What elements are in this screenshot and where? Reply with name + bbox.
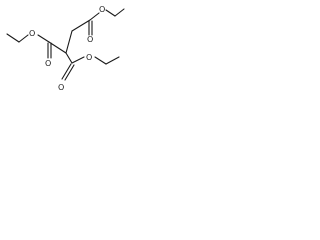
bond-carbonyl-bottom-double-b xyxy=(64,64,75,81)
atom-label-o-ester-top: O xyxy=(99,5,105,14)
skeletal-formula: O O O O O O xyxy=(6,5,125,92)
bond-carbonyl-bottom-double-a xyxy=(61,63,72,80)
bond-o-top-to-carbonyl xyxy=(89,12,100,21)
bond-ch-to-carbonyl-left xyxy=(48,41,67,54)
atom-label-o-ester-left: O xyxy=(29,29,35,38)
bond-ethyl-top-1 xyxy=(114,8,125,17)
bond-ch-to-carbonyl-bottom xyxy=(65,52,73,64)
atom-label-o-carbonyl-bottom: O xyxy=(58,83,64,92)
bond-ethyl-top-2 xyxy=(105,9,116,17)
bond-carbonyl-left-to-o xyxy=(37,34,50,43)
atom-label-o-carbonyl-left: O xyxy=(45,59,51,68)
atom-label-o-ester-right: O xyxy=(86,53,92,62)
structure-diagram: O O O O O O xyxy=(0,0,131,95)
bond-ethyl-left-2 xyxy=(6,33,20,43)
bond-carbonyl-bottom-to-o xyxy=(71,56,85,64)
bond-ch2-to-ch xyxy=(65,30,73,54)
bond-carbonyl-top-to-ch2 xyxy=(71,19,91,32)
bond-ethyl-right-1 xyxy=(94,56,107,65)
bond-ethyl-left-1 xyxy=(18,34,29,43)
bond-ethyl-right-2 xyxy=(105,56,120,65)
atom-label-o-carbonyl-top: O xyxy=(87,35,93,44)
